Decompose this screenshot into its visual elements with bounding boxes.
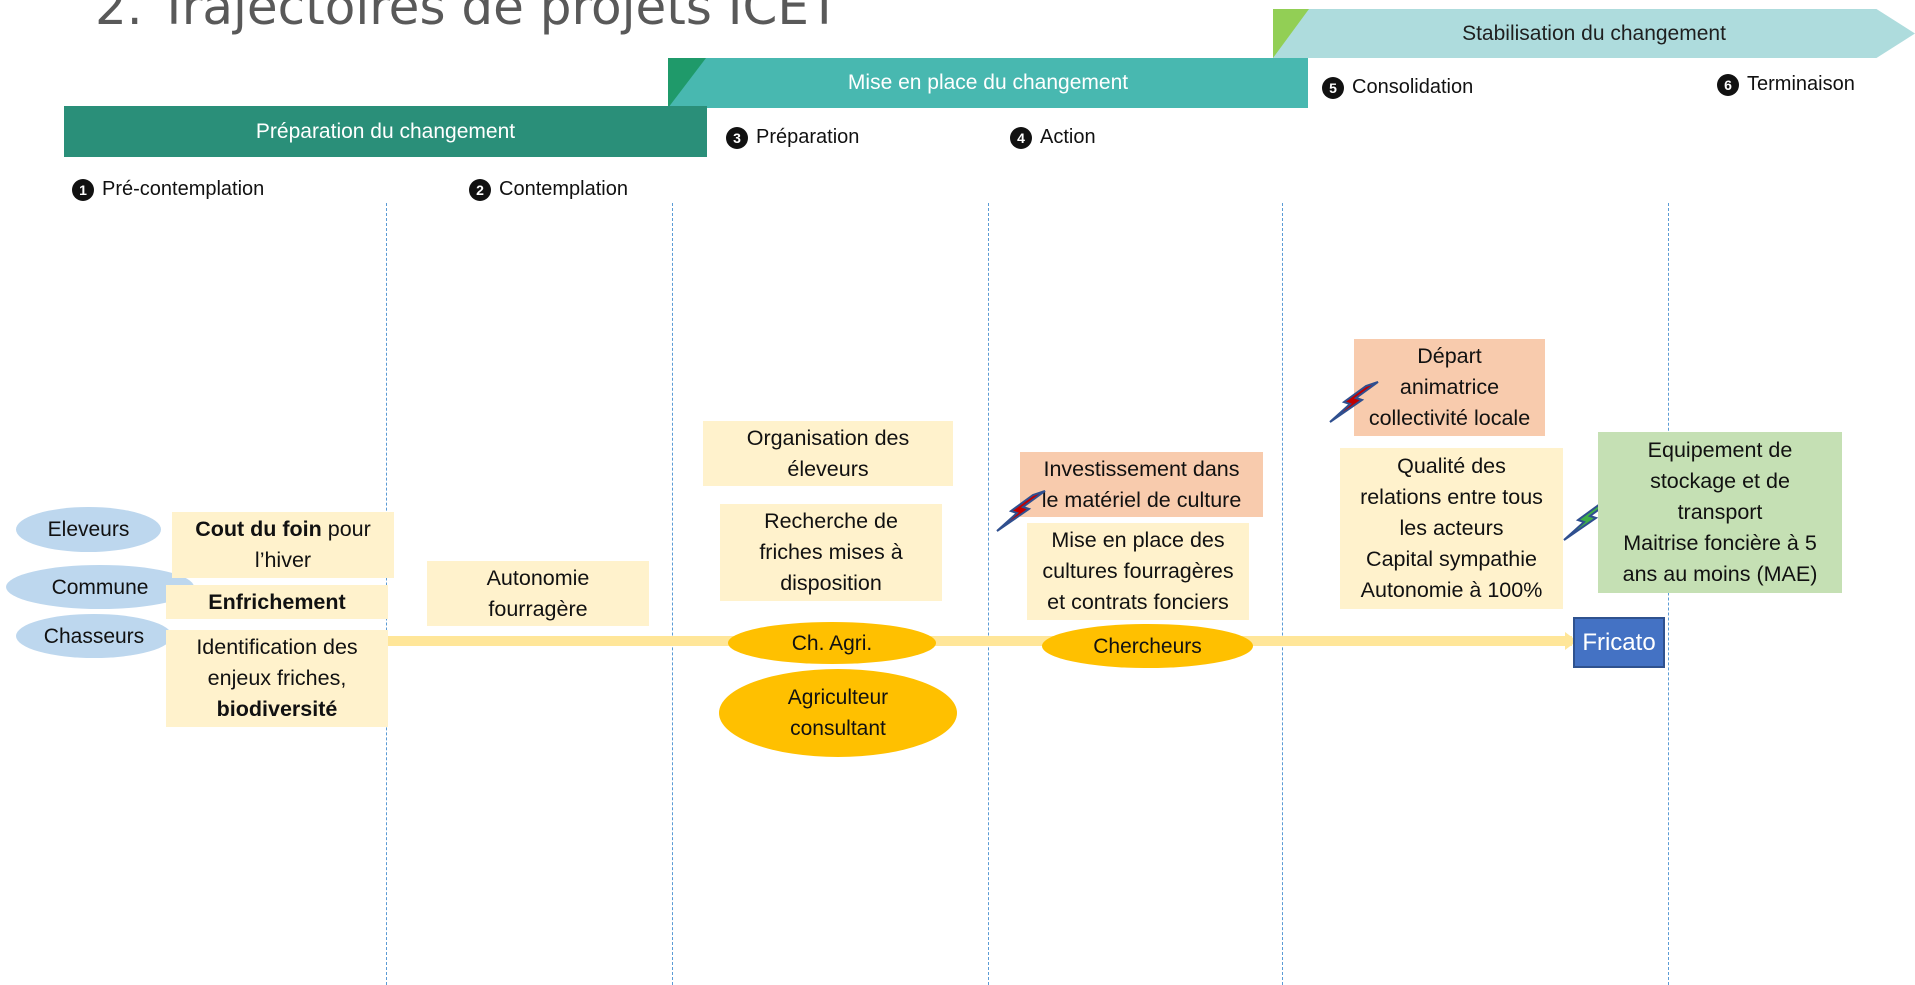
box-depart-animatrice: Départ animatrice collectivité locale: [1354, 339, 1545, 436]
box-qualite-line1: Qualité des: [1397, 454, 1506, 478]
box-equipement-line4: Maitrise foncière à 5: [1623, 531, 1817, 555]
box-identification-line1: Identification des: [196, 635, 358, 659]
box-cout-line1: Cout du foin pour: [195, 514, 371, 545]
band-mise-label: Mise en place du changement: [847, 71, 1129, 94]
box-organisation: Organisation des éleveurs: [703, 421, 953, 486]
band-stabilisation-marker: [1273, 9, 1309, 58]
box-equipement-line1: Equipement de: [1647, 438, 1793, 462]
box-qualite-relations: Qualité des relations entre tous les act…: [1340, 448, 1563, 609]
box-investissement-line2: le matériel de culture: [1041, 487, 1242, 512]
phase-1-number: 1: [72, 178, 94, 201]
actor-agriculteur-consultant: Agriculteur consultant: [719, 669, 957, 757]
phase-2-label: Contemplation: [499, 178, 628, 200]
actor-chercheurs: Chercheurs: [1042, 624, 1253, 668]
actor-chasseurs: Chasseurs: [16, 614, 172, 658]
page-title: 2. Trajectoires de projets ICET: [95, 0, 840, 36]
box-mise-line1: Mise en place des: [1051, 528, 1225, 552]
box-autonomie-line1: Autonomie: [486, 565, 590, 590]
phase-divider: [1668, 203, 1669, 985]
box-equipement-line5: ans au moins (MAE): [1622, 562, 1818, 586]
box-organisation-line2: éleveurs: [787, 456, 869, 481]
band-preparation-label: Préparation du changement: [255, 119, 516, 143]
band-mise-marker: [668, 58, 706, 108]
actor-ch-agri: Ch. Agri.: [728, 622, 936, 664]
box-qualite-line5: Autonomie à 100%: [1360, 578, 1543, 602]
box-investissement-line1: Investissement dans: [1043, 456, 1240, 481]
box-cout-rest: pour: [321, 517, 371, 541]
actor-ch-agri-label: Ch. Agri.: [791, 631, 873, 655]
lightning-icon: [1563, 499, 1613, 541]
box-equipement-line2: stockage et de: [1650, 469, 1790, 493]
box-enfrichement: Enfrichement: [166, 585, 388, 619]
box-equipement: Equipement de stockage et de transport M…: [1598, 432, 1842, 593]
phase-2: 2 Contemplation: [469, 178, 628, 201]
box-organisation-line1: Organisation des: [746, 425, 910, 450]
actor-chercheurs-label: Chercheurs: [1093, 634, 1202, 658]
lightning-icon: [1329, 381, 1379, 423]
phase-3-number: 3: [726, 126, 748, 149]
box-depart-line2: animatrice: [1399, 375, 1500, 399]
box-qualite-line4: Capital sympathie: [1366, 547, 1537, 571]
actor-fricato: Fricato: [1573, 617, 1665, 668]
phase-5-number: 5: [1322, 76, 1344, 99]
box-identification-line2: enjeux friches,: [207, 666, 347, 690]
box-autonomie-fourragere: Autonomie fourragère: [427, 561, 649, 626]
box-recherche-friches: Recherche de friches mises à disposition: [720, 504, 942, 601]
actor-commune-label: Commune: [51, 575, 149, 599]
phase-5: 5 Consolidation: [1322, 76, 1473, 99]
phase-6-number: 6: [1717, 73, 1739, 96]
phase-4-number: 4: [1010, 126, 1032, 149]
band-mise-en-place: Mise en place du changement: [668, 58, 1308, 108]
timeline-arrow: [386, 636, 1572, 646]
phase-3: 3 Préparation: [726, 126, 859, 149]
box-qualite-line3: les acteurs: [1399, 516, 1504, 540]
actor-agriculteur-line1: Agriculteur: [787, 686, 889, 709]
band-stabilisation-label: Stabilisation du changement: [1462, 21, 1726, 45]
phase-1: 1 Pré-contemplation: [72, 178, 264, 201]
phase-divider: [672, 203, 673, 985]
phase-6-label: Terminaison: [1747, 73, 1855, 95]
box-cout-line2: l’hiver: [254, 548, 312, 572]
box-cout-bold: Cout du foin: [195, 517, 322, 541]
phase-divider: [988, 203, 989, 985]
box-equipement-line3: transport: [1677, 500, 1763, 524]
band-preparation: Préparation du changement: [64, 106, 707, 157]
box-identification: Identification des enjeux friches, biodi…: [166, 630, 388, 727]
phase-4: 4 Action: [1010, 126, 1096, 149]
phase-3-label: Préparation: [756, 126, 860, 148]
box-mise-en-place-cultures: Mise en place des cultures fourragères e…: [1027, 523, 1249, 620]
box-autonomie-line2: fourragère: [488, 596, 588, 621]
box-qualite-line2: relations entre tous: [1360, 485, 1543, 509]
box-enfrichement-label: Enfrichement: [208, 589, 346, 614]
phase-6: 6 Terminaison: [1717, 73, 1855, 96]
band-stabilisation: Stabilisation du changement: [1273, 9, 1915, 58]
actor-eleveurs-label: Eleveurs: [47, 518, 130, 541]
actor-commune: Commune: [6, 565, 194, 609]
box-mise-line2: cultures fourragères: [1042, 559, 1234, 583]
actor-agriculteur-line2: consultant: [790, 717, 886, 740]
actor-fricato-label: Fricato: [1582, 628, 1656, 656]
box-depart-line1: Départ: [1417, 344, 1482, 368]
phase-1-label: Pré-contemplation: [102, 178, 265, 200]
actor-eleveurs: Eleveurs: [16, 507, 161, 552]
lightning-icon: [996, 490, 1046, 532]
box-identification-bold: biodiversité: [216, 697, 338, 721]
phase-4-label: Action: [1040, 126, 1096, 148]
box-recherche-line1: Recherche de: [764, 509, 898, 533]
box-recherche-line2: friches mises à: [759, 540, 903, 564]
box-cout-du-foin: Cout du foin pour l’hiver: [172, 512, 394, 578]
box-mise-line3: et contrats fonciers: [1047, 590, 1229, 614]
actor-chasseurs-label: Chasseurs: [43, 624, 145, 648]
box-investissement: Investissement dans le matériel de cultu…: [1020, 452, 1263, 517]
box-depart-line3: collectivité locale: [1368, 406, 1531, 430]
box-recherche-line3: disposition: [780, 571, 882, 595]
phase-divider: [1282, 203, 1283, 985]
phase-5-label: Consolidation: [1352, 76, 1474, 98]
phase-2-number: 2: [469, 178, 491, 201]
